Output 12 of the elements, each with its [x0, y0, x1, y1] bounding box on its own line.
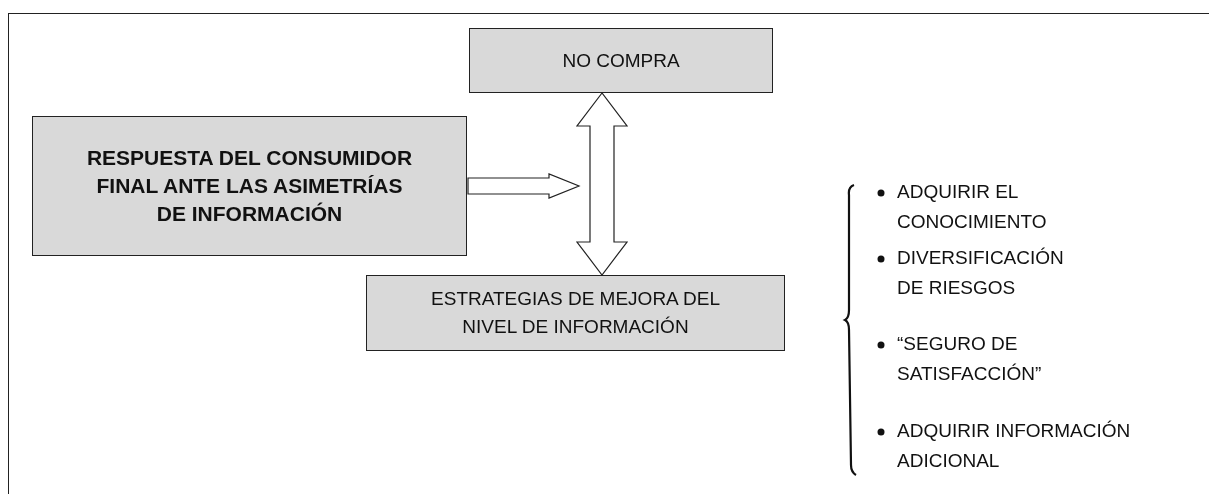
hollow-arrow	[467, 173, 581, 199]
list-item-text: ADQUIRIR EL CONOCIMIENTO	[897, 180, 1048, 234]
list-item-text: DIVERSIFICACIÓN DE RIESGOS	[897, 246, 1065, 300]
process-box	[366, 275, 785, 351]
process-box	[469, 28, 773, 93]
box-label: RESPUESTA DEL CONSUMIDOR FINAL ANTE LAS ASIMETRÍAS DE INFORMACIÓN	[85, 145, 414, 227]
list-item-text: “SEGURO DE SATISFACCIÓN”	[897, 332, 1043, 386]
box-label: NO COMPRA	[562, 48, 680, 73]
process-box	[32, 116, 467, 256]
hollow-arrow	[575, 92, 629, 276]
box-label: ESTRATEGIAS DE MEJORA DEL NIVEL DE INFORMACIÓN	[430, 287, 721, 339]
list-item-text: ADQUIRIR INFORMACIÓN ADICIONAL	[897, 419, 1132, 473]
